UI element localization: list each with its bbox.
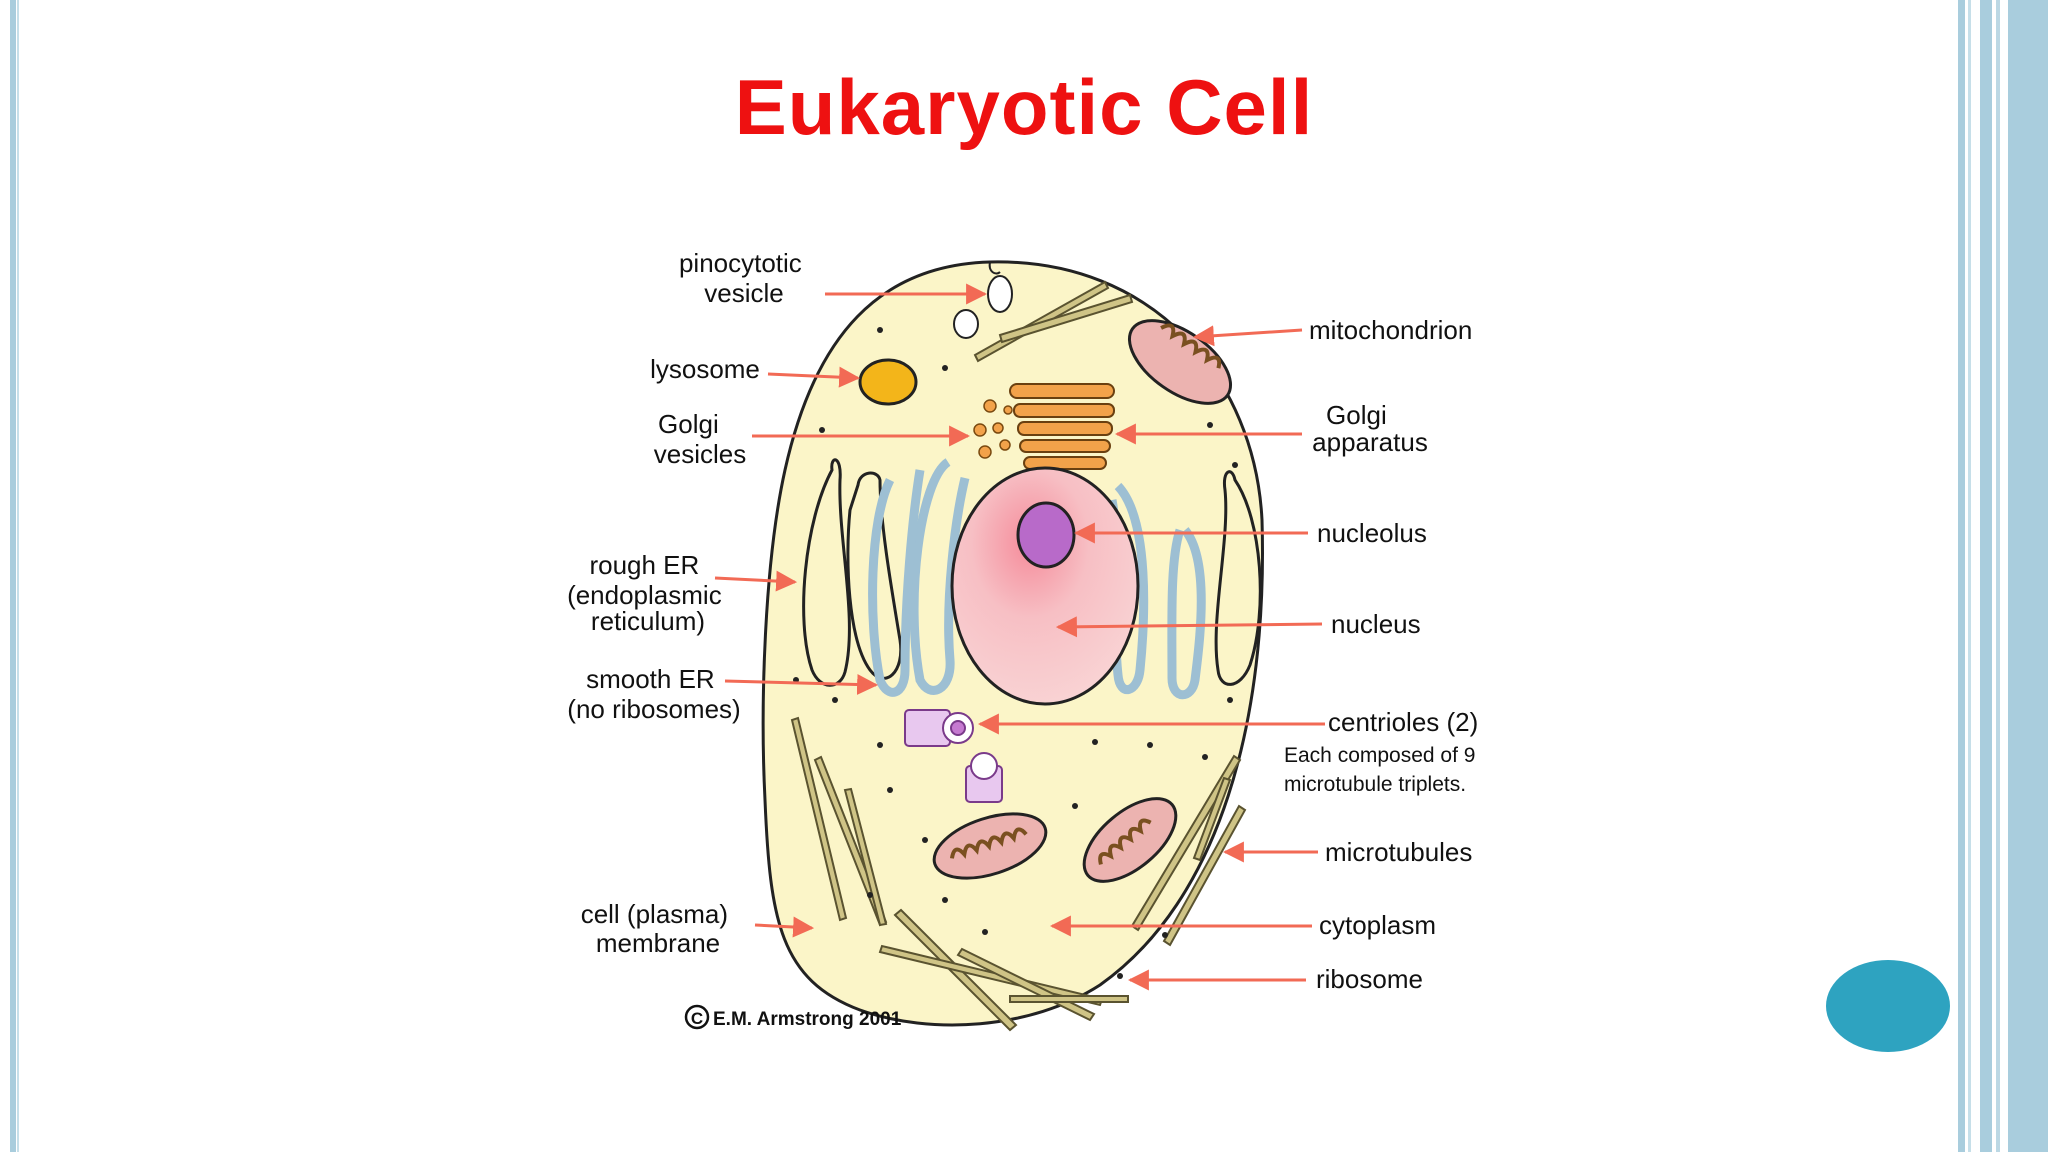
ribosomes-shape (793, 327, 1238, 979)
label-microtubules: microtubules (1325, 837, 1472, 867)
label-pinocytotic-vesicle: pinocytotic vesicle (679, 248, 809, 308)
left-frame-band (10, 0, 16, 1152)
label-nucleus: nucleus (1331, 609, 1421, 639)
golgi-vesicles-shape (973, 399, 1013, 459)
copyright-text: E.M. Armstrong 2001 (713, 1009, 902, 1030)
smooth-er-shape (868, 458, 1206, 700)
lysosome-shape (858, 358, 918, 406)
label-ribosome: ribosome (1316, 964, 1423, 994)
microtubules-bottom-shape (790, 716, 1247, 1032)
label-smooth-er: smooth ER (no ribosomes) (567, 664, 740, 724)
label-cell-membrane: cell (plasma) membrane (581, 899, 736, 958)
label-cytoplasm: cytoplasm (1319, 910, 1436, 940)
next-slide-button[interactable] (1826, 960, 1950, 1052)
left-frame-line (17, 0, 19, 1152)
copyright-symbol-icon (684, 1004, 710, 1030)
label-arrows (714, 283, 1325, 991)
copyright-notice: C E.M. Armstrong 2001 (684, 1004, 902, 1030)
rough-er-right-shape (1214, 470, 1262, 686)
right-frame-line-1 (1968, 0, 1971, 1152)
right-frame-border (1958, 0, 2048, 1152)
centrioles-shape (904, 709, 1003, 803)
right-frame-band-3 (2008, 0, 2048, 1152)
right-frame-band-2 (1980, 0, 1992, 1152)
copyright-symbol-letter: C (691, 1009, 703, 1028)
label-centrioles-note: Each composed of 9 microtubule triplets. (1284, 744, 1481, 796)
pinocytotic-vesicle-shape (953, 261, 1013, 339)
label-rough-er: rough ER (endoplasmic reticulum) (567, 550, 729, 636)
right-frame-band-1 (1958, 0, 1965, 1152)
label-lysosome: lysosome (650, 354, 760, 384)
mitochondrion-shape (932, 319, 1233, 883)
label-centrioles: centrioles (2) (1328, 707, 1478, 737)
microtubules-top-shape (973, 280, 1134, 363)
golgi-apparatus-shape (1009, 383, 1115, 470)
label-golgi-vesicles: Golgi vesicles (654, 409, 746, 469)
label-mitochondrion: mitochondrion (1309, 315, 1472, 345)
slide-title: Eukaryotic Cell (734, 63, 1314, 151)
label-golgi-apparatus: Golgi apparatus (1312, 400, 1428, 457)
right-frame-line-2 (1996, 0, 2000, 1152)
nucleolus-shape (1016, 501, 1076, 569)
left-frame-border (0, 0, 26, 1152)
label-nucleolus: nucleolus (1317, 518, 1427, 548)
